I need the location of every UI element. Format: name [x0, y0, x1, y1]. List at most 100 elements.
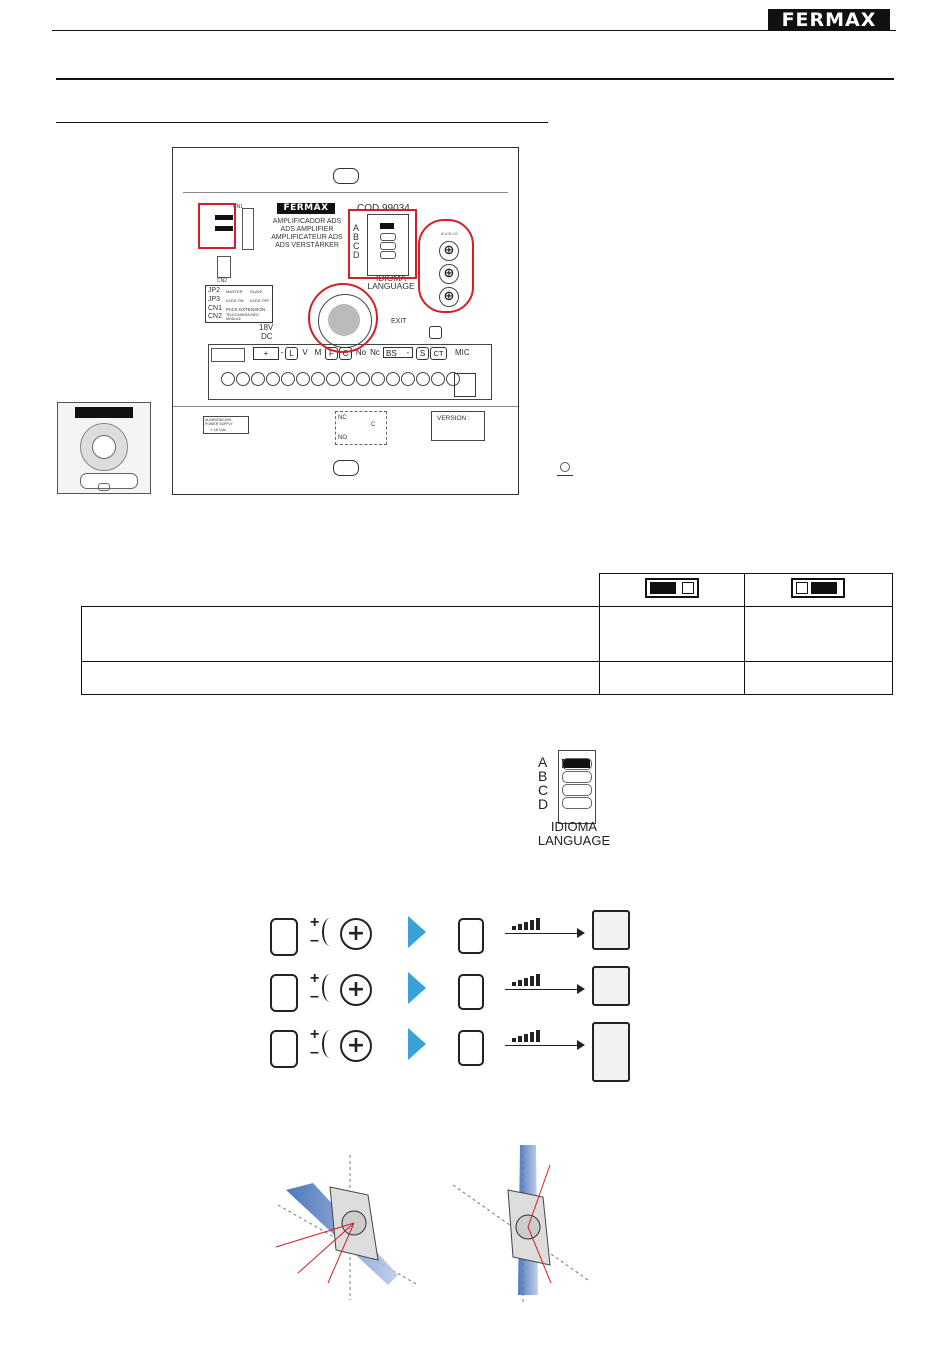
audio-pot-2[interactable]: ⊕: [439, 264, 459, 284]
volume-arrowhead: [577, 1040, 585, 1050]
speaker-grille: [80, 423, 128, 471]
relay-nc: NC: [338, 415, 347, 421]
language-selector-detail: [558, 750, 596, 824]
thumbnail-logo: [75, 407, 133, 418]
switch-pos-b: [380, 233, 396, 241]
mount-slot-top: [333, 168, 359, 184]
term-ct: CT: [430, 347, 447, 360]
volume-minus: –: [310, 988, 319, 1005]
power-l1: ALIMENTACION: [205, 418, 231, 422]
selector-slot-b: [562, 771, 592, 783]
legend-jp3-ledson: LEDS ON: [226, 298, 244, 303]
table-row-1-pos-1: [598, 606, 745, 662]
angle-right-2: [527, 1226, 552, 1284]
volume-line: [505, 1045, 577, 1046]
table-row-1-pos-2: [743, 606, 894, 662]
board-edge: [183, 192, 508, 193]
amp-line-1: AMPLIFICADOR ADS: [272, 218, 342, 225]
mic-label: MIC: [455, 348, 470, 357]
selector-slot-d: [562, 797, 592, 809]
pot-crescent-icon: [322, 1030, 338, 1058]
angle-left-2: [297, 1222, 355, 1274]
header-rule: [52, 30, 896, 31]
pot-plus-icon: +: [340, 974, 372, 1006]
volume-bar: [530, 1032, 534, 1042]
cn1-connector: [242, 208, 254, 250]
dc-18v: 18V: [259, 323, 274, 332]
legend-jp2-slave: SLAVE: [250, 289, 263, 294]
term-bs: BS: [383, 347, 413, 358]
power-supply-box: ALIMENTACION POWER SUPPLY + 18 Vdc: [203, 416, 249, 434]
jumper-legend: JP2 MASTER SLAVE JP3 LEDS ON LEDS OFF CN…: [205, 285, 273, 323]
version-label: VERSION :: [437, 415, 470, 422]
terminal-screw: [236, 372, 250, 386]
highlight-audio: [418, 219, 474, 313]
volume-bar: [512, 926, 516, 930]
fermax-logo: FERMAX: [768, 9, 890, 31]
selector-idioma: IDIOMA: [550, 819, 598, 834]
volume-bar: [518, 1036, 522, 1042]
terminal-screw: [416, 372, 430, 386]
volume-bar: [512, 1038, 516, 1042]
selector-b: B: [538, 768, 548, 784]
abcd-d: D: [353, 250, 360, 260]
selector-bridge: [562, 759, 590, 768]
volume-plus: +: [310, 914, 320, 931]
source-small-icon: [458, 1030, 484, 1066]
relay-no: NO: [338, 435, 347, 441]
volume-line: [505, 989, 577, 990]
volume-bar: [530, 976, 534, 986]
dc-label: DC: [261, 332, 273, 341]
volume-line: [505, 933, 577, 934]
volume-bar: [536, 918, 540, 930]
selector-d: D: [538, 796, 549, 812]
table-row-1-label: [81, 606, 600, 662]
table-head-pos-2: [743, 573, 894, 607]
terminal-screw: [386, 372, 400, 386]
door-panel-icon: [592, 910, 630, 950]
legend-cn2: CN2: [208, 313, 223, 320]
terminal-screw: [251, 372, 265, 386]
door-panel-icon: [270, 974, 298, 1012]
cn2-connector: [217, 256, 231, 278]
terminal-screw: [311, 372, 325, 386]
arrow-chevron: [408, 972, 426, 1004]
board-logo: FERMAX: [277, 203, 335, 214]
volume-minus: –: [310, 1044, 319, 1061]
highlight-language: [348, 209, 417, 279]
name-tag: [98, 483, 110, 491]
legend-cn2-label: TELECAMERA INFO MODULE: [226, 313, 259, 321]
camera-orientation-diagrams: [275, 1145, 589, 1303]
cn2-header: CN2: [217, 278, 228, 284]
amp-line-4: ADS VERSTÄRKER: [275, 242, 339, 249]
amp-line-3: AMPLIFICATEUR ADS: [271, 234, 343, 241]
volume-bar: [530, 920, 534, 930]
selector-a: A: [538, 754, 548, 770]
board-edge-lower: [173, 406, 518, 407]
handset-icon: [592, 966, 630, 1006]
volume-arrowhead: [577, 984, 585, 994]
legend-jp2: JP2: [208, 287, 221, 294]
term-bs-minus: -: [406, 348, 410, 357]
table-head-blank: [82, 574, 600, 607]
section-rule: [56, 78, 894, 80]
table-row-2-pos-1: [598, 661, 745, 695]
highlight-speaker: [308, 283, 378, 353]
legend-cn1: CN1: [208, 305, 223, 312]
term-s: S: [416, 347, 429, 360]
subsection-rule: [56, 122, 548, 123]
terminal-screw: [266, 372, 280, 386]
exit-icon: [429, 326, 442, 339]
legend-jp2-master: MASTER: [226, 289, 243, 294]
terminal-screw: [431, 372, 445, 386]
cn1-header: CN1: [233, 204, 244, 210]
switch-pos-d: [380, 251, 396, 259]
terminal-icon: [557, 461, 573, 476]
legend-jp3: JP3: [208, 296, 221, 303]
abcd-a: A: [353, 223, 360, 233]
jumper-right-icon: [791, 577, 846, 598]
term-l: L: [285, 347, 298, 360]
monitor-icon: [270, 1030, 298, 1068]
table-head-pos-1: [598, 573, 745, 607]
switch-bridge: [380, 223, 394, 229]
